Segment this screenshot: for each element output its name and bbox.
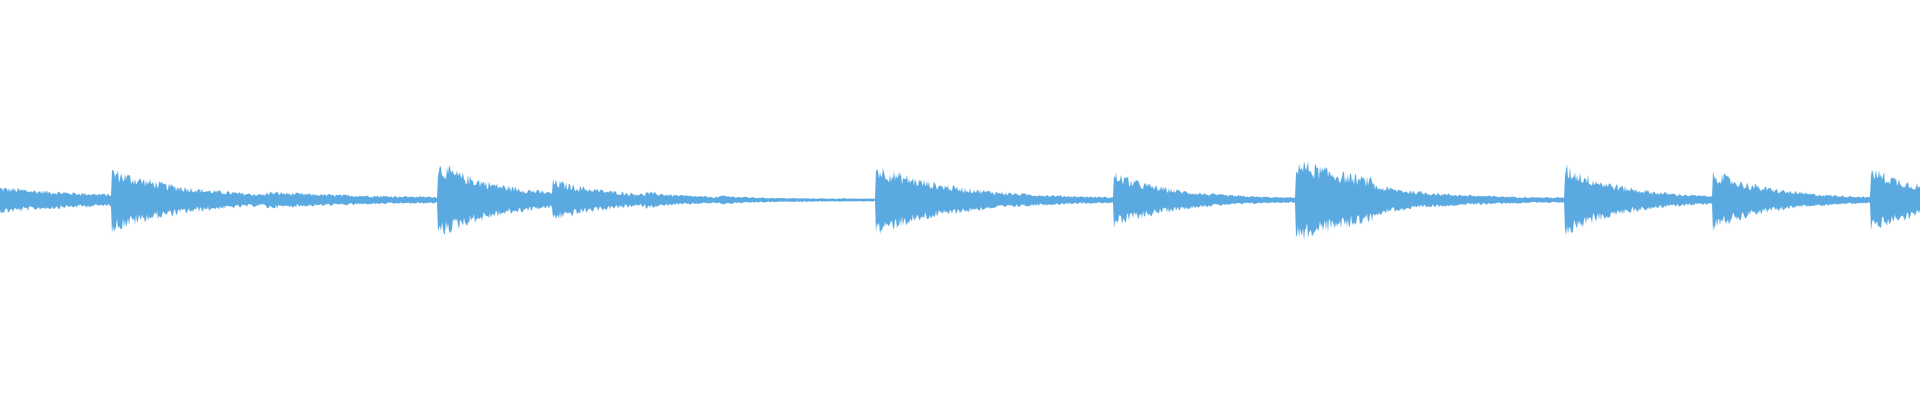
waveform-envelope	[0, 161, 1920, 241]
